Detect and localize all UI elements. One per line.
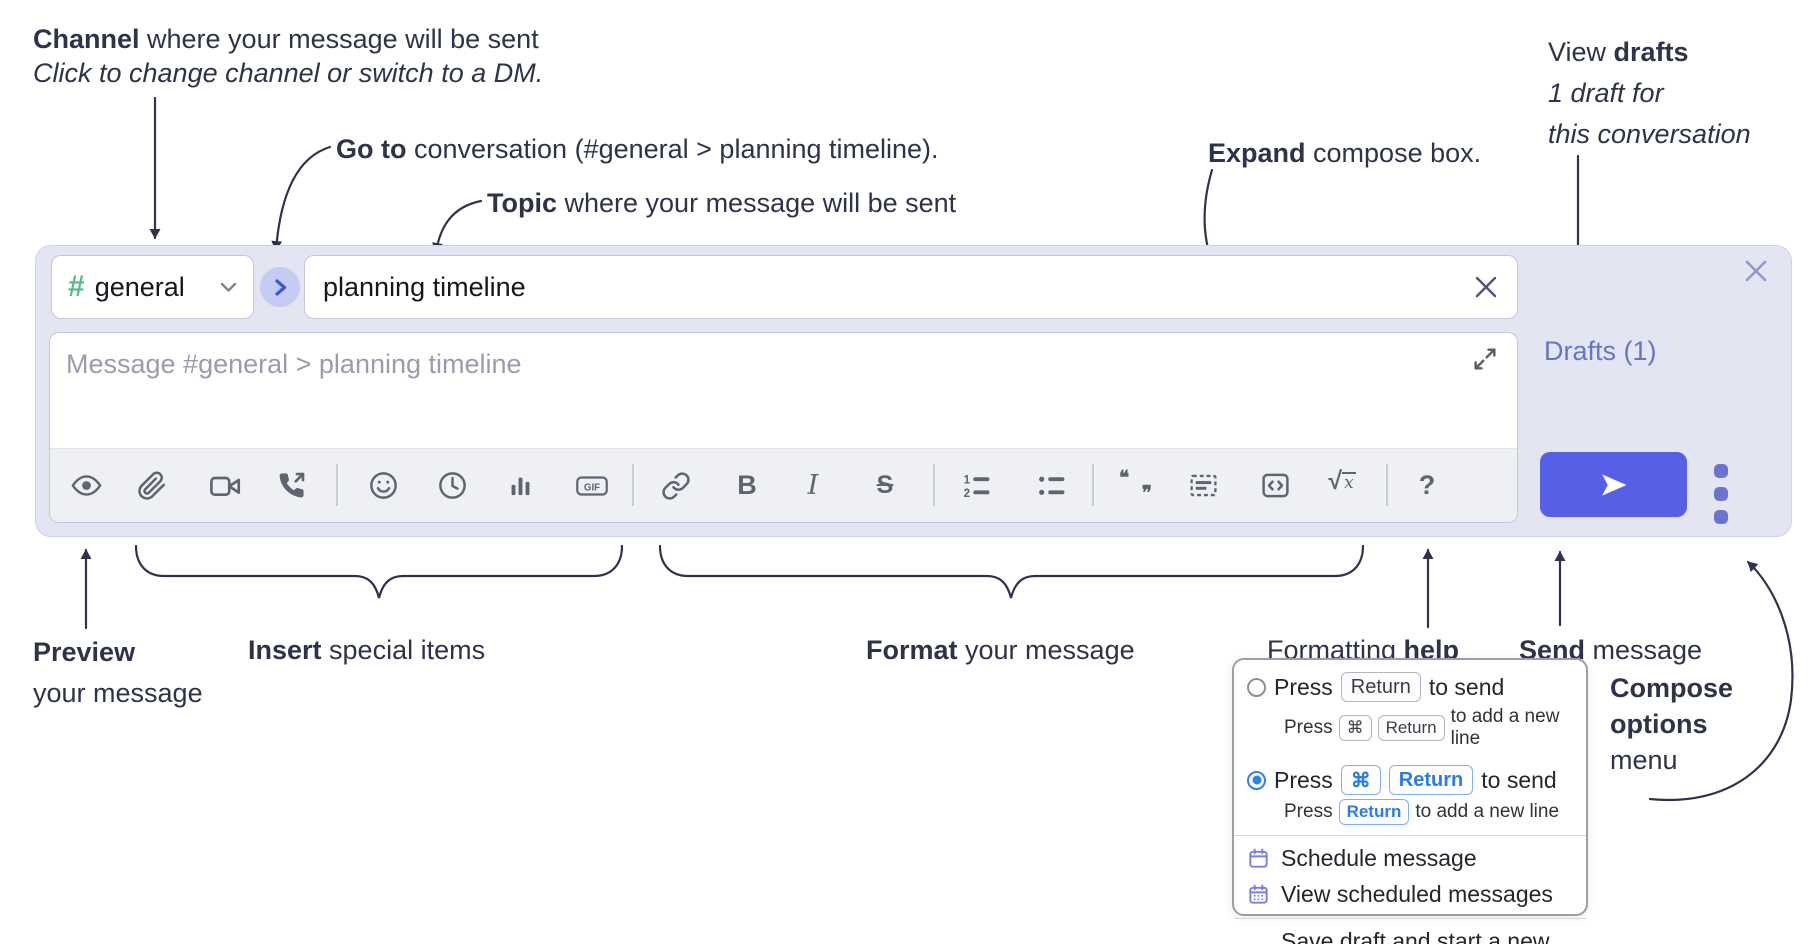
calendar-icon: [1249, 848, 1268, 868]
strikethrough-icon[interactable]: S: [876, 471, 894, 499]
menu-item-view-scheduled-messages[interactable]: View scheduled messages: [1247, 881, 1574, 908]
close-compose-icon[interactable]: [1741, 256, 1771, 291]
link-icon[interactable]: [659, 469, 693, 503]
send-option-return[interactable]: Press Return to send: [1247, 672, 1574, 702]
menu-divider: [1234, 835, 1586, 836]
menu-divider: [1234, 918, 1586, 919]
poll-icon[interactable]: [503, 469, 537, 503]
help-icon[interactable]: ?: [1418, 470, 1436, 500]
compose-options-menu: Press Return to send Press ⌘ Return to a…: [1232, 658, 1588, 944]
go-to-conversation-button[interactable]: [260, 267, 300, 307]
return-key: Return: [1388, 765, 1474, 795]
send-button[interactable]: [1540, 452, 1687, 517]
chevron-right-icon: [274, 278, 286, 296]
svg-text:GIF: GIF: [584, 482, 600, 493]
return-key: Return: [1338, 799, 1410, 825]
code-icon[interactable]: [1258, 469, 1292, 503]
return-key: Return: [1377, 715, 1445, 741]
topic-input[interactable]: [323, 271, 1461, 303]
svg-text:2: 2: [963, 487, 969, 500]
drafts-link[interactable]: Drafts (1): [1544, 336, 1657, 366]
send-option-cmd-return-subtext: Press Return to add a new line: [1284, 799, 1574, 825]
menu-item-schedule-message[interactable]: Schedule message: [1247, 845, 1574, 872]
preview-eye-icon[interactable]: [69, 469, 103, 503]
return-key: Return: [1340, 672, 1421, 702]
time-icon[interactable]: [435, 469, 469, 503]
radio-unselected-icon[interactable]: [1247, 677, 1266, 697]
toolbar-divider: [632, 464, 634, 506]
annotation-insert: Insert special items: [248, 635, 486, 665]
cmd-key: ⌘: [1340, 765, 1381, 795]
annotation-channel: Channel where your message will be sent …: [33, 24, 544, 88]
topic-field: [304, 255, 1518, 319]
bulleted-list-icon[interactable]: [1034, 469, 1068, 503]
calendar-grid-icon: [1249, 884, 1268, 904]
radio-selected-icon[interactable]: [1247, 770, 1266, 790]
chevron-down-icon: [220, 282, 237, 293]
compose-options-kebab-button[interactable]: [1714, 464, 1728, 524]
spoiler-icon[interactable]: [1186, 469, 1220, 503]
annotation-drafts: View drafts 1 draft for this conversatio…: [1548, 37, 1751, 149]
send-plane-icon: [1601, 473, 1626, 496]
send-option-return-subtext: Press ⌘ Return to add a new line: [1284, 706, 1560, 749]
bold-icon[interactable]: B: [737, 470, 757, 500]
message-compose-area[interactable]: Message #general > planning timeline: [49, 332, 1518, 523]
toolbar-divider: [1092, 464, 1094, 506]
audio-call-icon[interactable]: [274, 469, 308, 503]
annotation-topic: Topic where your message will be sent: [487, 188, 957, 218]
annotation-format: Format your message: [866, 635, 1135, 665]
annotation-expand: Expand compose box.: [1208, 138, 1482, 168]
emoji-icon[interactable]: [366, 469, 400, 503]
menu-item-save-draft[interactable]: Save draft and start a new message: [1247, 928, 1574, 944]
italic-icon[interactable]: I: [807, 470, 819, 501]
compose-box: # general Message #general > planning ti…: [35, 245, 1792, 537]
annotation-compose-menu: Compose options menu: [1610, 673, 1734, 775]
video-call-icon[interactable]: [208, 469, 242, 503]
brace-insert: [134, 544, 624, 599]
annotation-preview: Preview your message: [33, 637, 203, 708]
expand-compose-icon[interactable]: [1471, 345, 1499, 378]
math-icon[interactable]: √x: [1328, 466, 1356, 495]
attach-file-icon[interactable]: [135, 469, 169, 503]
message-placeholder: Message #general > planning timeline: [66, 349, 522, 379]
channel-name: general: [94, 271, 185, 302]
channel-hash-icon: #: [68, 270, 85, 303]
send-option-cmd-return[interactable]: Press ⌘ Return to send: [1247, 765, 1574, 795]
brace-format: [658, 544, 1365, 599]
cmd-key: ⌘: [1338, 715, 1372, 741]
clear-topic-icon[interactable]: [1473, 274, 1499, 300]
gif-icon[interactable]: GIF: [575, 469, 609, 503]
annotation-goto: Go to conversation (#general > planning …: [336, 134, 939, 164]
toolbar-divider: [933, 464, 935, 506]
toolbar-divider: [336, 464, 338, 506]
svg-text:1: 1: [963, 473, 970, 486]
toolbar-divider: [1386, 464, 1388, 506]
quote-icon[interactable]: ❝❞: [1119, 467, 1152, 504]
arrow-goto: [271, 145, 332, 252]
channel-selector[interactable]: # general: [51, 255, 254, 319]
